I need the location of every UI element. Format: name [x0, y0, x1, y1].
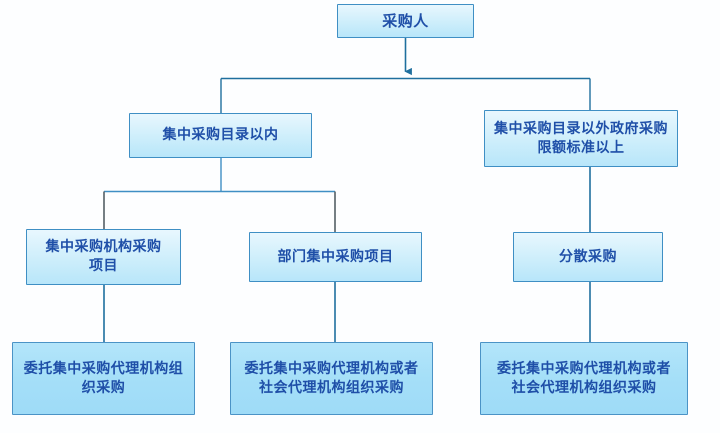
node-decentralized-procurement[interactable]: 分散采购 [513, 232, 663, 282]
node-leaf-entrust-central[interactable]: 委托集中采购代理机构组 织采购 [12, 342, 195, 415]
node-central-agency-project[interactable]: 集中采购机构采购 项目 [26, 229, 181, 285]
node-leaf-entrust-central-or-social-mid[interactable]: 委托集中采购代理机构或者 社会代理机构组织采购 [230, 342, 433, 415]
node-out-catalog[interactable]: 集中采购目录以外政府采购 限额标准以上 [484, 110, 678, 167]
node-label-root: 采购人 [382, 11, 429, 30]
node-label-out-catalog: 集中采购目录以外政府采购 限额标准以上 [494, 120, 668, 156]
node-label-decentralized-procurement: 分散采购 [559, 248, 617, 265]
node-in-catalog[interactable]: 集中采购目录以内 [129, 113, 312, 158]
node-label-in-catalog: 集中采购目录以内 [162, 127, 279, 144]
node-label-central-agency-project: 集中采购机构采购 项目 [45, 239, 162, 274]
node-root[interactable]: 采购人 [337, 4, 474, 38]
node-label-department-central-project: 部门集中采购项目 [277, 248, 394, 265]
node-leaf-entrust-central-or-social-right[interactable]: 委托集中采购代理机构或者 社会代理机构组织采购 [480, 342, 688, 415]
node-label-leaf-entrust-central-or-social-mid: 委托集中采购代理机构或者 社会代理机构组织采购 [244, 360, 419, 396]
node-department-central-project[interactable]: 部门集中采购项目 [249, 232, 422, 282]
node-label-leaf-entrust-central: 委托集中采购代理机构组 织采购 [23, 360, 184, 396]
node-label-leaf-entrust-central-or-social-right: 委托集中采购代理机构或者 社会代理机构组织采购 [497, 360, 671, 396]
